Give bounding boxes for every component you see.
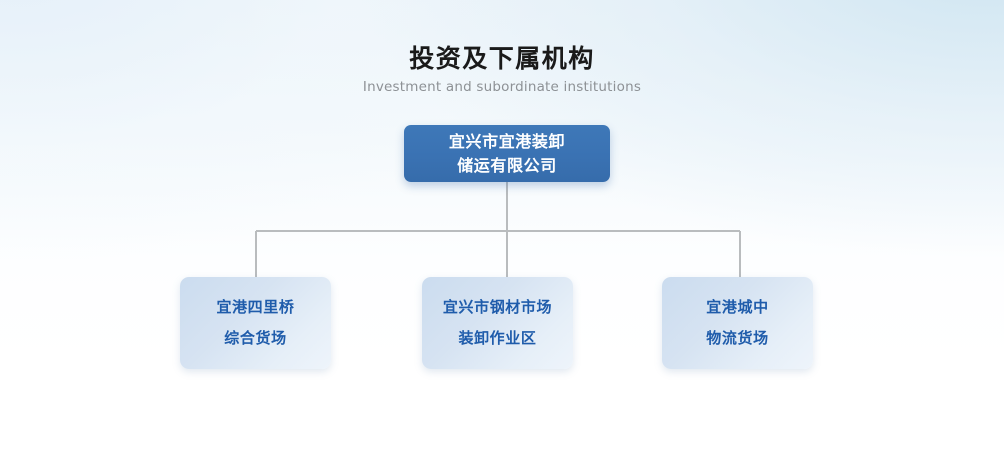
org-node-child-1-line-1: 宜兴市钢材市场	[442, 298, 553, 316]
org-node-child-2[interactable]: 宜港城中 物流货场	[662, 277, 813, 369]
page-subtitle: Investment and subordinate institutions	[362, 79, 642, 95]
org-node-root-line-1: 宜兴市宜港装卸	[448, 131, 566, 151]
page-header: 投资及下属机构 Investment and subordinate insti…	[0, 44, 1004, 96]
org-node-root-line-2: 储运有限公司	[457, 155, 557, 175]
org-node-child-1[interactable]: 宜兴市钢材市场 装卸作业区	[422, 277, 573, 369]
org-node-child-2-line-2: 物流货场	[706, 329, 769, 347]
org-node-child-2-line-1: 宜港城中	[706, 298, 769, 316]
page-title: 投资及下属机构	[409, 44, 595, 73]
org-node-child-0[interactable]: 宜港四里桥 综合货场	[180, 277, 331, 369]
org-node-root[interactable]: 宜兴市宜港装卸 储运有限公司	[404, 125, 610, 182]
org-node-child-0-line-1: 宜港四里桥	[216, 298, 295, 316]
org-node-child-1-line-2: 装卸作业区	[458, 329, 537, 347]
org-node-child-0-line-2: 综合货场	[224, 329, 287, 347]
